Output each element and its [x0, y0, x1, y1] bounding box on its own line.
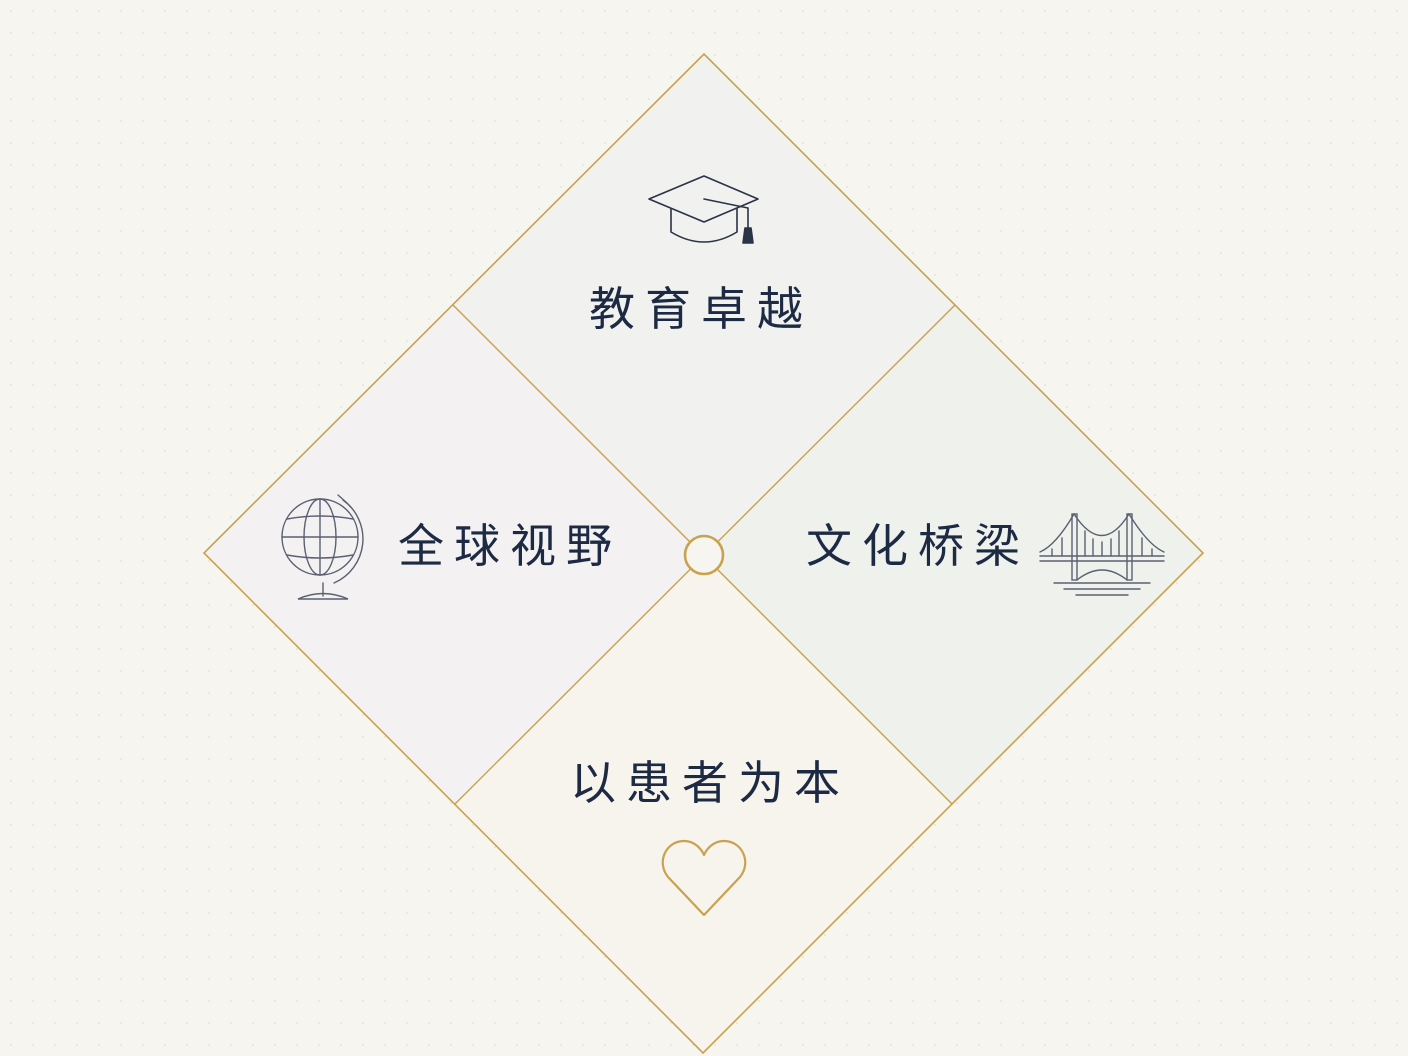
quadrant-left [204, 305, 704, 804]
label-education-excellence: 教育卓越 [589, 282, 813, 336]
label-global-vision: 全球视野 [398, 519, 622, 573]
bridge-icon [1039, 513, 1165, 596]
graduation-cap-icon [648, 175, 759, 244]
heart-icon [661, 839, 747, 917]
label-patient-centered: 以患者为本 [570, 756, 850, 810]
label-cultural-bridge: 文化桥梁 [806, 519, 1030, 573]
outer-diamond-border [202, 52, 1205, 1055]
quadrant-right [704, 305, 1203, 804]
center-ring [683, 534, 725, 576]
globe-icon [281, 494, 364, 600]
